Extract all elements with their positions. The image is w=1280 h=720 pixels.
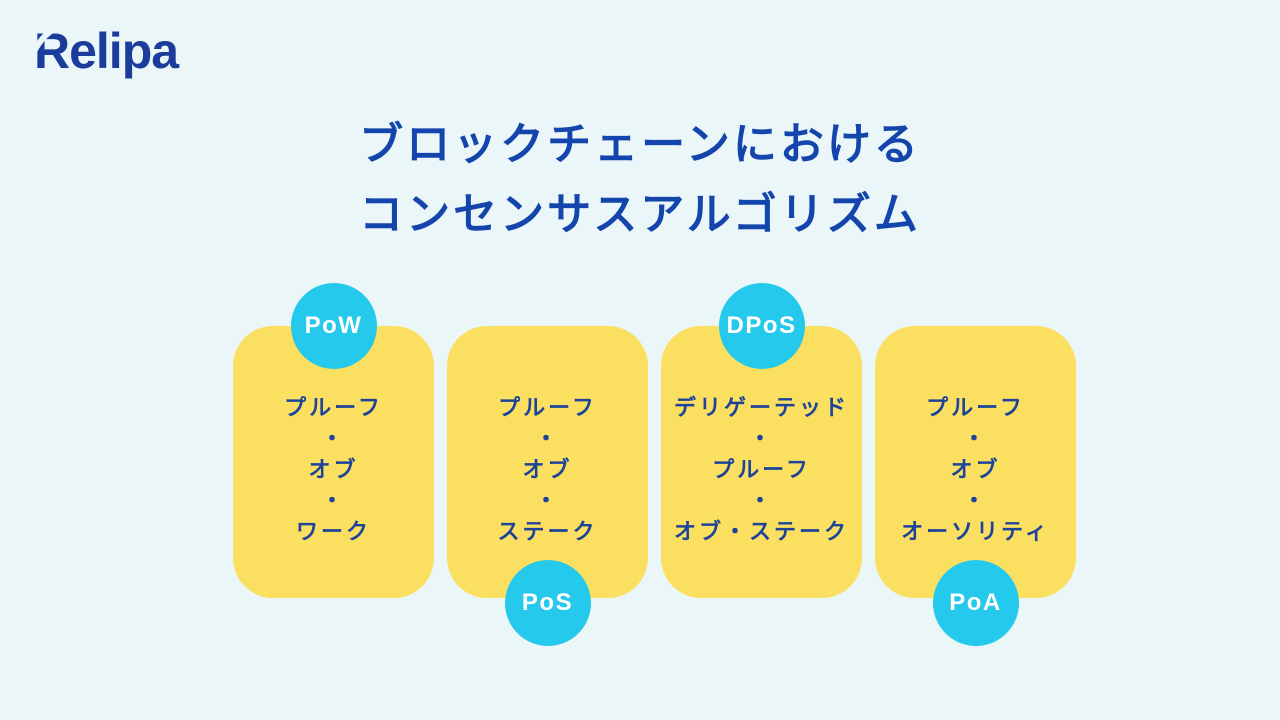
- card-text-line: オブ: [308, 456, 359, 482]
- card-text-line: オブ: [950, 456, 1001, 482]
- card-text-line: ・: [534, 487, 560, 513]
- card-poa: PoA プルーフ・オブ・オーソリティ: [875, 326, 1076, 646]
- card-text-line: ・: [748, 487, 774, 513]
- card-text-line: オブ・ステーク: [673, 518, 849, 544]
- card-text-line: オーソリティ: [901, 518, 1050, 544]
- algorithm-name: プルーフ・オブ・ワーク: [284, 378, 383, 547]
- card-text-line: プルーフ: [284, 394, 383, 420]
- relipa-logo: Relipa: [34, 21, 181, 79]
- card-text-line: ・: [320, 425, 346, 451]
- logo-text: Relipa: [34, 23, 180, 79]
- algorithm-name: プルーフ・オブ・オーソリティ: [901, 378, 1050, 547]
- card-text-line: デリゲーテッド: [673, 394, 849, 420]
- algorithm-name: デリゲーテッド・プルーフ・オブ・ステーク: [674, 378, 849, 547]
- card-dpos: DPoS デリゲーテッド・プルーフ・オブ・ステーク: [661, 283, 862, 598]
- card-text-line: ステーク: [497, 518, 598, 544]
- badge-dpos: DPoS: [718, 283, 805, 369]
- logo-swoosh-icon: [34, 21, 82, 59]
- card-text-line: ・: [320, 487, 346, 513]
- card-text-line: ・: [534, 425, 560, 451]
- card-pow: PoW プルーフ・オブ・ワーク: [233, 283, 434, 598]
- title-line-2: コンセンサスアルゴリズム: [359, 190, 921, 239]
- badge-pow: PoW: [290, 283, 377, 369]
- badge-poa: PoA: [932, 560, 1019, 646]
- algorithm-cards-row: PoW プルーフ・オブ・ワーク PoS プルーフ・オブ・ステーク DPoS デリ…: [233, 283, 1076, 646]
- card-text-line: ・: [962, 425, 988, 451]
- badge-pos: PoS: [504, 560, 591, 646]
- card-text-line: ・: [962, 487, 988, 513]
- title-line-1: ブロックチェーンにおける: [359, 120, 921, 169]
- algorithm-name: プルーフ・オブ・ステーク: [497, 378, 597, 547]
- card-text-line: プルーフ: [712, 456, 811, 482]
- card-text-line: ・: [748, 425, 774, 451]
- page-title: ブロックチェーンにおける コンセンサスアルゴリズム: [0, 110, 1280, 250]
- card-text-line: プルーフ: [926, 394, 1025, 420]
- card-text-line: オブ: [522, 456, 573, 482]
- card-text-line: プルーフ: [498, 394, 597, 420]
- card-pos: PoS プルーフ・オブ・ステーク: [447, 326, 648, 646]
- card-text-line: ワーク: [295, 518, 371, 544]
